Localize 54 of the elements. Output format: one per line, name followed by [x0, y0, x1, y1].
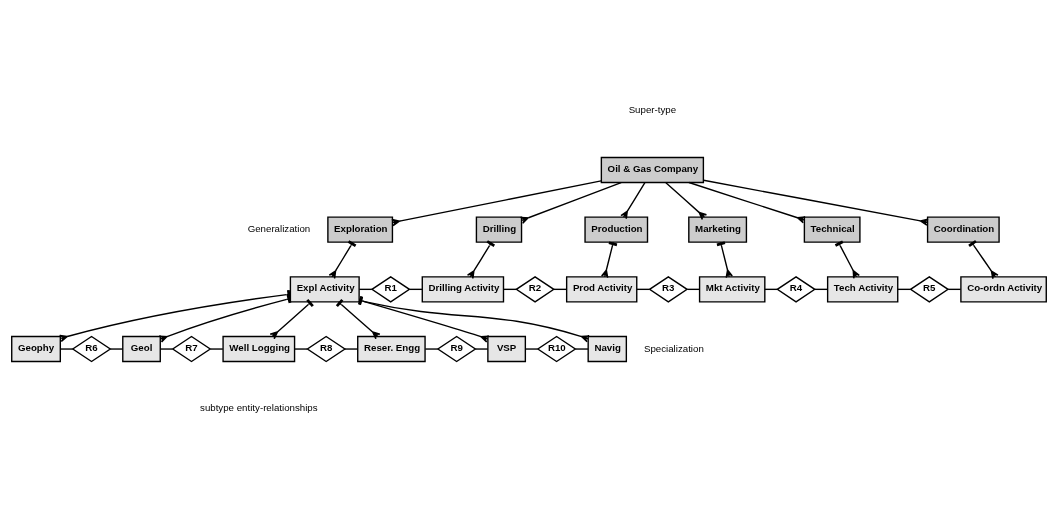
connector [424, 348, 439, 350]
node-box: Expl Activity [289, 276, 360, 303]
node-box: Drilling [475, 216, 523, 243]
connector [600, 241, 618, 279]
connector [293, 348, 308, 350]
node-box: Oil & Gas Company [600, 156, 705, 184]
node-diamond: R3 [648, 276, 689, 303]
connector [109, 348, 124, 350]
connector [391, 180, 602, 227]
connector [524, 348, 539, 350]
node-box: Navig [587, 335, 628, 363]
connector [620, 182, 646, 220]
connector [59, 348, 74, 350]
node-diamond: R7 [171, 335, 212, 363]
connector [466, 240, 496, 280]
node-box: Co-ordn Activity [960, 276, 1047, 303]
node-box: VSP [487, 335, 527, 363]
node-box: Tech Activity [826, 276, 899, 303]
node-box: Geophy [11, 335, 61, 363]
label: subtype entity-relationships [200, 402, 318, 414]
connector [665, 182, 708, 221]
connector [574, 348, 589, 350]
connector [328, 240, 357, 280]
node-diamond: R8 [306, 335, 347, 363]
node-diamond: R1 [370, 276, 411, 303]
connector [335, 299, 381, 340]
node-diamond: R5 [909, 276, 950, 303]
connector [702, 179, 929, 226]
node-diamond: R6 [71, 335, 112, 363]
connector [209, 348, 224, 350]
connector [688, 181, 806, 224]
node-box: Drilling Activity [421, 276, 505, 303]
node-diamond: R10 [536, 335, 577, 363]
node-box: Exploration [327, 216, 394, 243]
node-box: Reser. Engg [357, 335, 426, 363]
node-box: Mkt Activity [698, 276, 766, 303]
node-box: Marketing [688, 216, 748, 243]
connector [159, 348, 174, 350]
connector [716, 241, 733, 279]
node-box: Well Logging [222, 335, 296, 363]
label: Super-type [628, 103, 677, 115]
connector [474, 348, 489, 350]
node-box: Coordination [926, 216, 1000, 243]
connector [519, 181, 622, 224]
node-box: Geol [122, 335, 161, 363]
label: Generalization [247, 223, 311, 235]
node-diamond: R4 [776, 276, 817, 303]
connector [344, 348, 359, 350]
node-diamond: R2 [515, 276, 556, 303]
node-diamond: R9 [436, 335, 477, 363]
node-box: Technical [803, 216, 861, 243]
node-box: Prod Activity [565, 276, 638, 303]
node-box: Production [584, 216, 649, 243]
label: Specialization [643, 342, 704, 354]
